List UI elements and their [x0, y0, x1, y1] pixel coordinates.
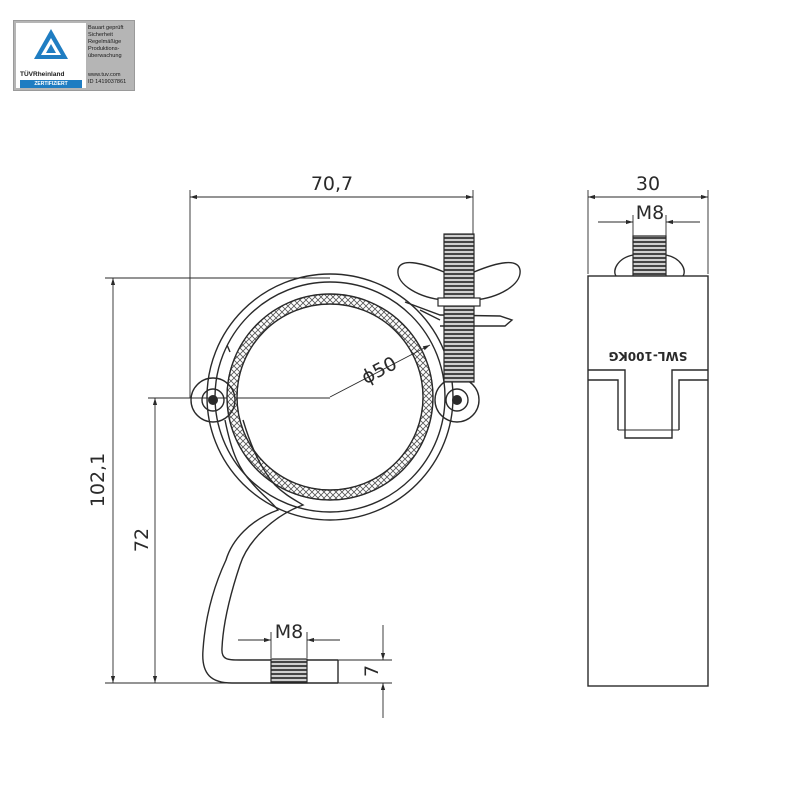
cert-website: www.tuv.com [88, 72, 121, 78]
dim-diameter-label: ϕ50 [358, 353, 401, 389]
dim-bottom-thread-label: M8 [275, 621, 303, 643]
tuv-zertifiziert-label: ZERTIFIZIERT [20, 80, 82, 88]
dim-side-width-label: 30 [636, 173, 660, 195]
dim-height-label: 102,1 [87, 453, 109, 507]
cert-line: überwachung [88, 53, 122, 59]
wing-bolt [397, 233, 521, 383]
dim-thread-length-label: 7 [361, 665, 383, 677]
side-swl-label: SWL-100KG [609, 349, 688, 363]
cert-line: Regelmäßige [88, 39, 122, 45]
dim-thread-length: 7 [338, 625, 392, 718]
dim-width-label: 70,7 [311, 173, 353, 195]
dim-side-width: 30 [587, 173, 709, 274]
tuv-triangle-icon [34, 29, 68, 59]
dim-height-overall: 102,1 [87, 277, 330, 684]
side-thread-bolt [632, 235, 667, 277]
dim-width-overall: 70,7 [189, 173, 474, 398]
front-view: 70,7 102,1 72 [87, 173, 521, 718]
tuv-text-block: Bauart geprüft Sicherheit Regelmäßige Pr… [88, 23, 133, 88]
dim-side-thread-label: M8 [636, 202, 664, 224]
cert-line: Sicherheit [88, 32, 113, 38]
dim-height-center: 72 [131, 397, 330, 683]
side-wing-left [614, 254, 634, 277]
bottom-thread: M8 [238, 621, 340, 684]
tuv-certificate-badge: TÜVRheinland ZERTIFIZIERT Bauart geprüft… [13, 20, 135, 91]
side-groove-inner [588, 379, 708, 430]
dim-center-label: 72 [131, 528, 153, 552]
tuv-brand: TÜVRheinland [20, 71, 65, 78]
cert-id: ID 1419037861 [88, 79, 127, 85]
side-view: 30 M8 SWL-100KG [587, 173, 709, 687]
dim-side-thread: M8 [598, 202, 700, 236]
tuv-logo: TÜVRheinland ZERTIFIZIERT [16, 23, 86, 88]
side-groove-outer [588, 369, 708, 439]
dim-diameter: ϕ50 [329, 344, 431, 398]
side-body [587, 275, 709, 687]
clamp-body [190, 273, 514, 684]
side-wing-right [665, 254, 685, 277]
cert-line: Produktions- [88, 46, 120, 52]
cert-line: Bauart geprüft [88, 25, 124, 31]
